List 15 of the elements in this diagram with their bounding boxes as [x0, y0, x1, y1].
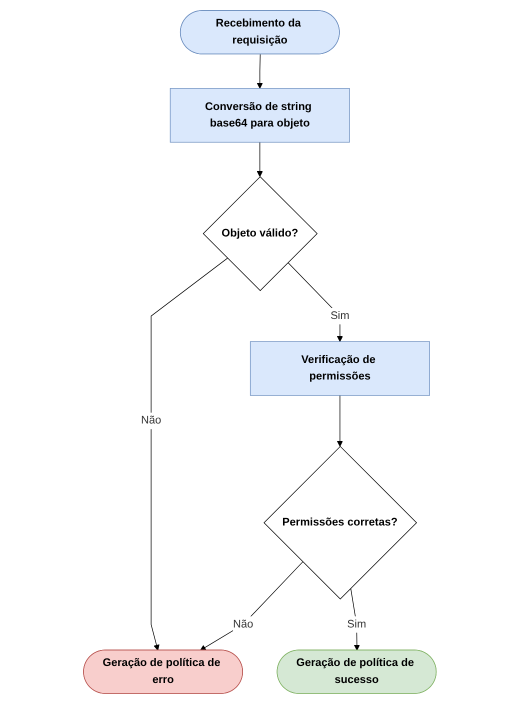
- edge-label: Não: [233, 618, 254, 630]
- arrow: [288, 262, 344, 342]
- edge-label: Sim: [347, 618, 366, 630]
- edge-label: Não: [141, 414, 162, 426]
- arrow: [200, 561, 304, 651]
- node-diamond: Permissões corretas?: [264, 446, 418, 600]
- node-box: Conversão de string base64 para objeto: [170, 88, 350, 143]
- edge-label: Sim: [330, 310, 350, 322]
- arrow: [256, 142, 264, 177]
- node-box: Verificação de permissões: [250, 341, 430, 396]
- arrow: [150, 258, 228, 651]
- arrow: [337, 395, 344, 447]
- arrow: [256, 54, 264, 89]
- arrow: [350, 588, 360, 651]
- node-diamond: Objeto válido?: [202, 176, 318, 292]
